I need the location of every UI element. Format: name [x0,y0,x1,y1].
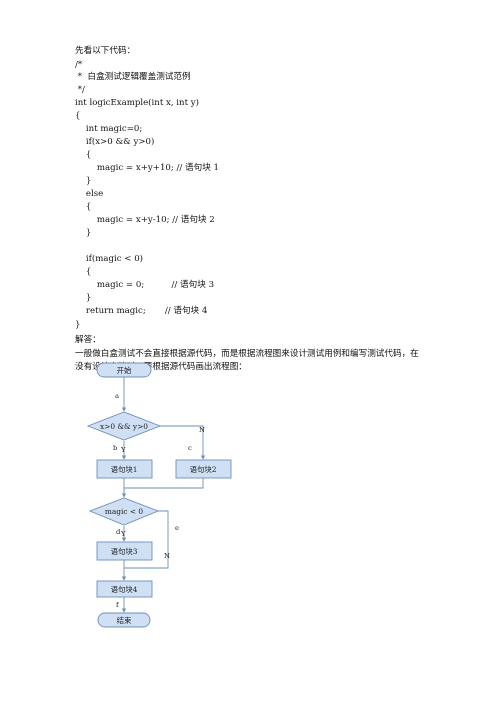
flowchart-edges [121,376,206,613]
code-line: if(magic < 0) [75,254,144,264]
code-line: magic = x+y-10; // 语句块 2 [75,215,215,225]
end-node: 结束 [97,612,151,628]
edge-label-n1: N [199,426,205,434]
code-line: /* [75,60,83,70]
code-line: int magic=0; [75,124,143,134]
edge-label-d: d [116,528,121,536]
decision-node-1: x>0 && y>0 [86,411,162,441]
end-label: 结束 [117,616,132,625]
code-line: if(x>0 && y>0) [75,137,155,147]
code-line: { [75,111,81,121]
decision-node-2: magic < 0 [88,497,160,526]
answer-label: 解答： [75,335,101,345]
block1-node: 语句块1 [96,459,153,479]
answer-paragraph: 没有设计文档时，要根据源代码画出流程图： [75,362,247,372]
code-line: { [75,150,92,160]
code-line: */ [75,85,85,95]
code-line: { [75,202,92,212]
decision-1-label: x>0 && y>0 [100,422,148,431]
edge-labels: a b Y c N d Y e N f [113,392,205,609]
code-line: magic = x+y+10; // 语句块 1 [75,163,220,173]
code-line: magic = 0; // 语句块 3 [75,280,215,290]
block3-node: 语句块3 [96,541,153,561]
code-line: } [75,228,92,238]
edge-label-y1: Y [120,446,126,454]
edge-e [124,510,169,569]
block2-label: 语句块2 [190,465,217,474]
edge-label-f: f [116,601,119,609]
block2-node: 语句块2 [175,459,232,479]
block1-label: 语句块1 [111,465,138,474]
edge-block2-merge [124,478,204,489]
decision-2-label: magic < 0 [105,507,144,516]
answer-paragraph: 一般做白盒测试不会直接根据源代码，而是根据流程图来设计测试用例和编写测试代码，在 [75,349,419,359]
start-label: 开始 [117,366,132,375]
code-line: } [75,176,92,186]
code-line: else [75,189,104,199]
block4-node: 语句块4 [96,580,153,598]
code-line: * 白盒测试逻辑覆盖测试范例 [75,72,191,82]
edge-label-c: c [188,444,192,452]
edge-c [160,425,206,460]
code-line: } [75,320,81,330]
edge-label-b: b [113,444,118,452]
edge-label-a: a [115,392,119,400]
code-line: } [75,293,92,303]
start-node: 开始 [96,362,152,378]
block3-label: 语句块3 [111,547,138,556]
code-line: int logicExample(int x, int y) [75,98,199,108]
edge-label-e: e [175,524,179,532]
edge-label-n2: N [164,552,170,560]
code-line: { [75,267,92,277]
edge-label-y2: Y [120,530,126,538]
code-line: return magic; // 语句块 4 [75,306,208,316]
intro-text: 先看以下代码： [75,46,136,56]
block4-label: 语句块4 [111,585,138,594]
